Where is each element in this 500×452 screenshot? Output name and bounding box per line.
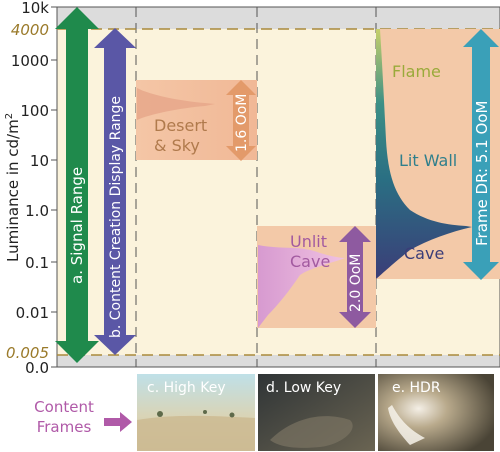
y-tick-label: 10 [30,152,49,170]
high-key-histogram [137,80,215,120]
hdr-lit-wall-label: Lit Wall [399,151,457,170]
signal-range-arrow: a. Signal Range [55,7,99,363]
low-key-range-arrow [339,226,371,328]
thumbnail-high-key: c. High Key [137,374,255,451]
high-key-label-line2: & Sky [154,136,200,155]
high-key-range-arrow [226,80,256,161]
display-range-arrow: b. Content Creation Display Range [94,28,136,355]
plot-grey-band-bottom [57,355,500,367]
thumbnail-hdr: e. HDR [378,374,494,451]
lower-limit-label: 0.005 [6,344,49,362]
hdr-cave-label: Cave [404,244,444,263]
y-tick-label: 0.0 [25,359,49,377]
low-key-label-line2: Cave [290,252,330,271]
arrow-right-icon [104,412,132,432]
y-tick-label: 0.01 [16,304,49,322]
hdr-flame-label: Flame [392,62,441,81]
upper-limit-label: 4000 [11,21,49,39]
thumbnail-label: c. High Key [147,380,226,396]
thumbnail-low-key: d. Low Key [258,374,375,451]
low-key-range-label: 2.0 OoM [348,254,364,312]
y-tick-label: 10k [21,0,49,17]
y-axis-ticks [51,6,57,368]
y-tick-label: 0.1 [25,254,49,272]
low-key-panel: Unlit Cave 2.0 OoM [257,226,376,328]
low-key-label-line1: Unlit [290,232,327,251]
y-tick-label: 1.0 [25,202,49,220]
y-axis-title: Luminance in cd/m2 [4,113,22,262]
plot-frame [56,6,500,368]
content-frames-label-line2: Frames [37,418,92,436]
content-frames-label-line1: Content [34,398,94,416]
hdr-range-label: Frame DR: 5.1 OoM [473,101,491,246]
high-key-range-label: 1.6 OoM [234,94,250,152]
thumbnail-label: d. Low Key [266,380,341,396]
hdr-panel: Flame Lit Wall Cave Frame DR: 5.1 OoM [376,29,500,280]
signal-range-label: a. Signal Range [68,167,86,284]
hdr-histogram [376,29,472,279]
display-range-label: b. Content Creation Display Range [108,96,124,338]
high-key-panel: Desert & Sky 1.6 OoM [136,80,257,161]
high-key-label-line1: Desert [154,116,207,135]
hdr-range-arrow [463,29,499,280]
thumbnail-label: e. HDR [392,380,441,396]
plot-grey-band-top [57,7,500,29]
y-tick-label: 100 [20,102,49,120]
y-tick-label: 1000 [11,52,49,70]
low-key-histogram [258,245,345,328]
